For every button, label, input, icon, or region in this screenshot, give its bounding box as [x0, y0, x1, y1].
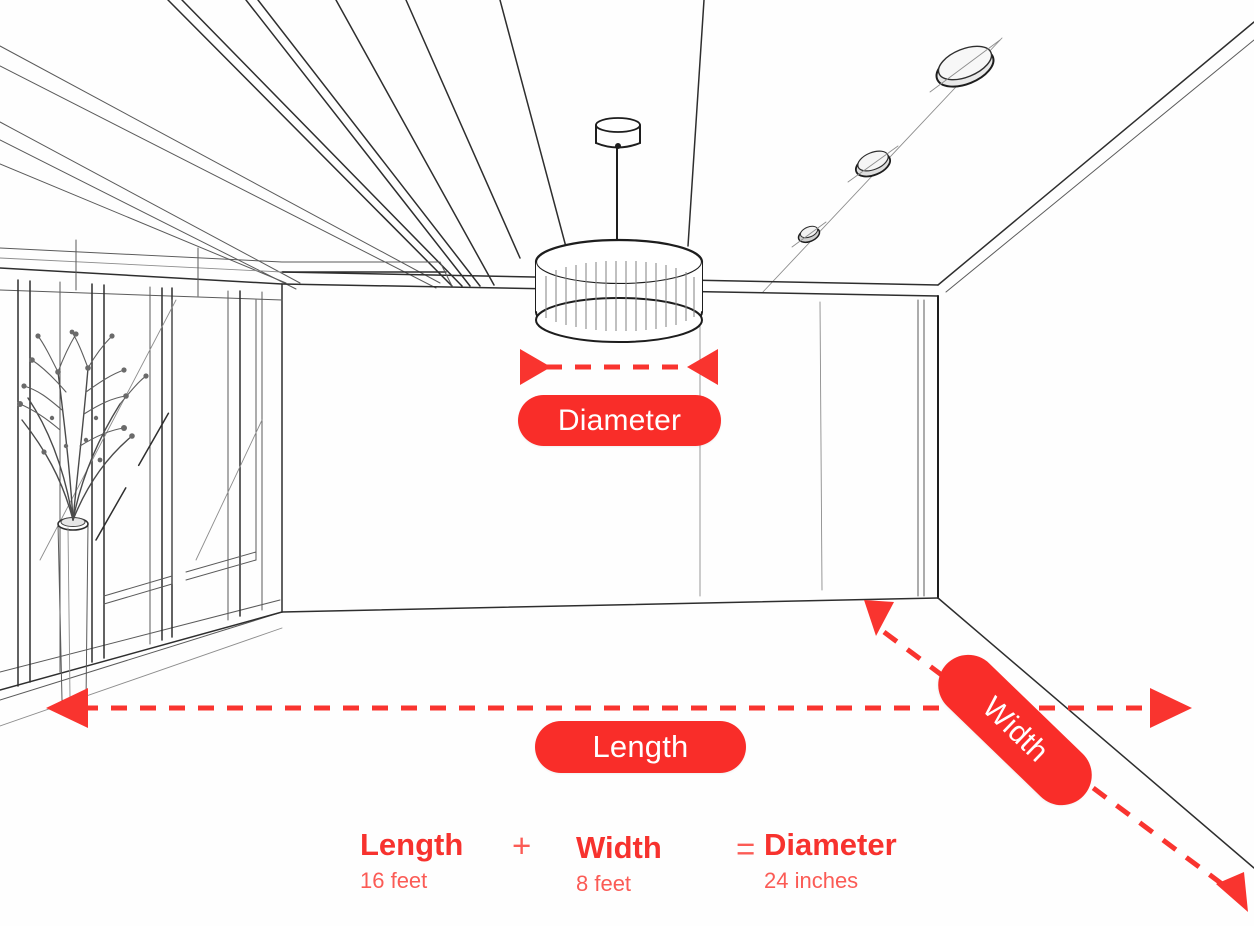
ceiling-soffit — [0, 247, 453, 287]
formula-operator-equals: = — [736, 830, 756, 867]
formula-diameter-name: Diameter — [764, 827, 897, 862]
formula-operator-plus: + — [512, 827, 532, 864]
pendant-light — [534, 117, 704, 343]
drum-pleats — [545, 261, 695, 331]
ceiling-right-edge-inner — [945, 39, 1254, 293]
label-diameter[interactable]: Diameter — [518, 395, 721, 446]
length-dimension-line — [46, 688, 1192, 728]
formula-term-width: Width 8 feet — [576, 831, 662, 899]
formula-diameter-value: 24 inches — [764, 868, 859, 893]
formula-width-name: Width — [576, 830, 662, 865]
formula-length-name: Length — [360, 827, 464, 862]
formula-term-length: Length 16 feet — [360, 828, 463, 896]
floor — [0, 597, 1254, 869]
sizing-formula: Length 16 feet + Width 8 feet = Diameter… — [336, 828, 976, 912]
label-length[interactable]: Length — [535, 721, 746, 773]
recessed-light-small — [791, 221, 827, 248]
plant-buds — [17, 329, 149, 463]
ceiling-beam-lines — [0, 0, 705, 290]
recessed-light-large — [929, 39, 1001, 93]
window-wall — [0, 239, 283, 691]
formula-length-value: 16 feet — [360, 868, 428, 893]
ceiling-right-edge — [937, 21, 1254, 286]
diameter-dimension-line — [520, 349, 718, 385]
plant-branches — [17, 329, 149, 521]
formula-width-value: 8 feet — [576, 871, 632, 896]
vase — [57, 517, 89, 707]
recessed-light-medium — [847, 145, 899, 183]
formula-term-diameter: Diameter 24 inches — [764, 828, 897, 896]
